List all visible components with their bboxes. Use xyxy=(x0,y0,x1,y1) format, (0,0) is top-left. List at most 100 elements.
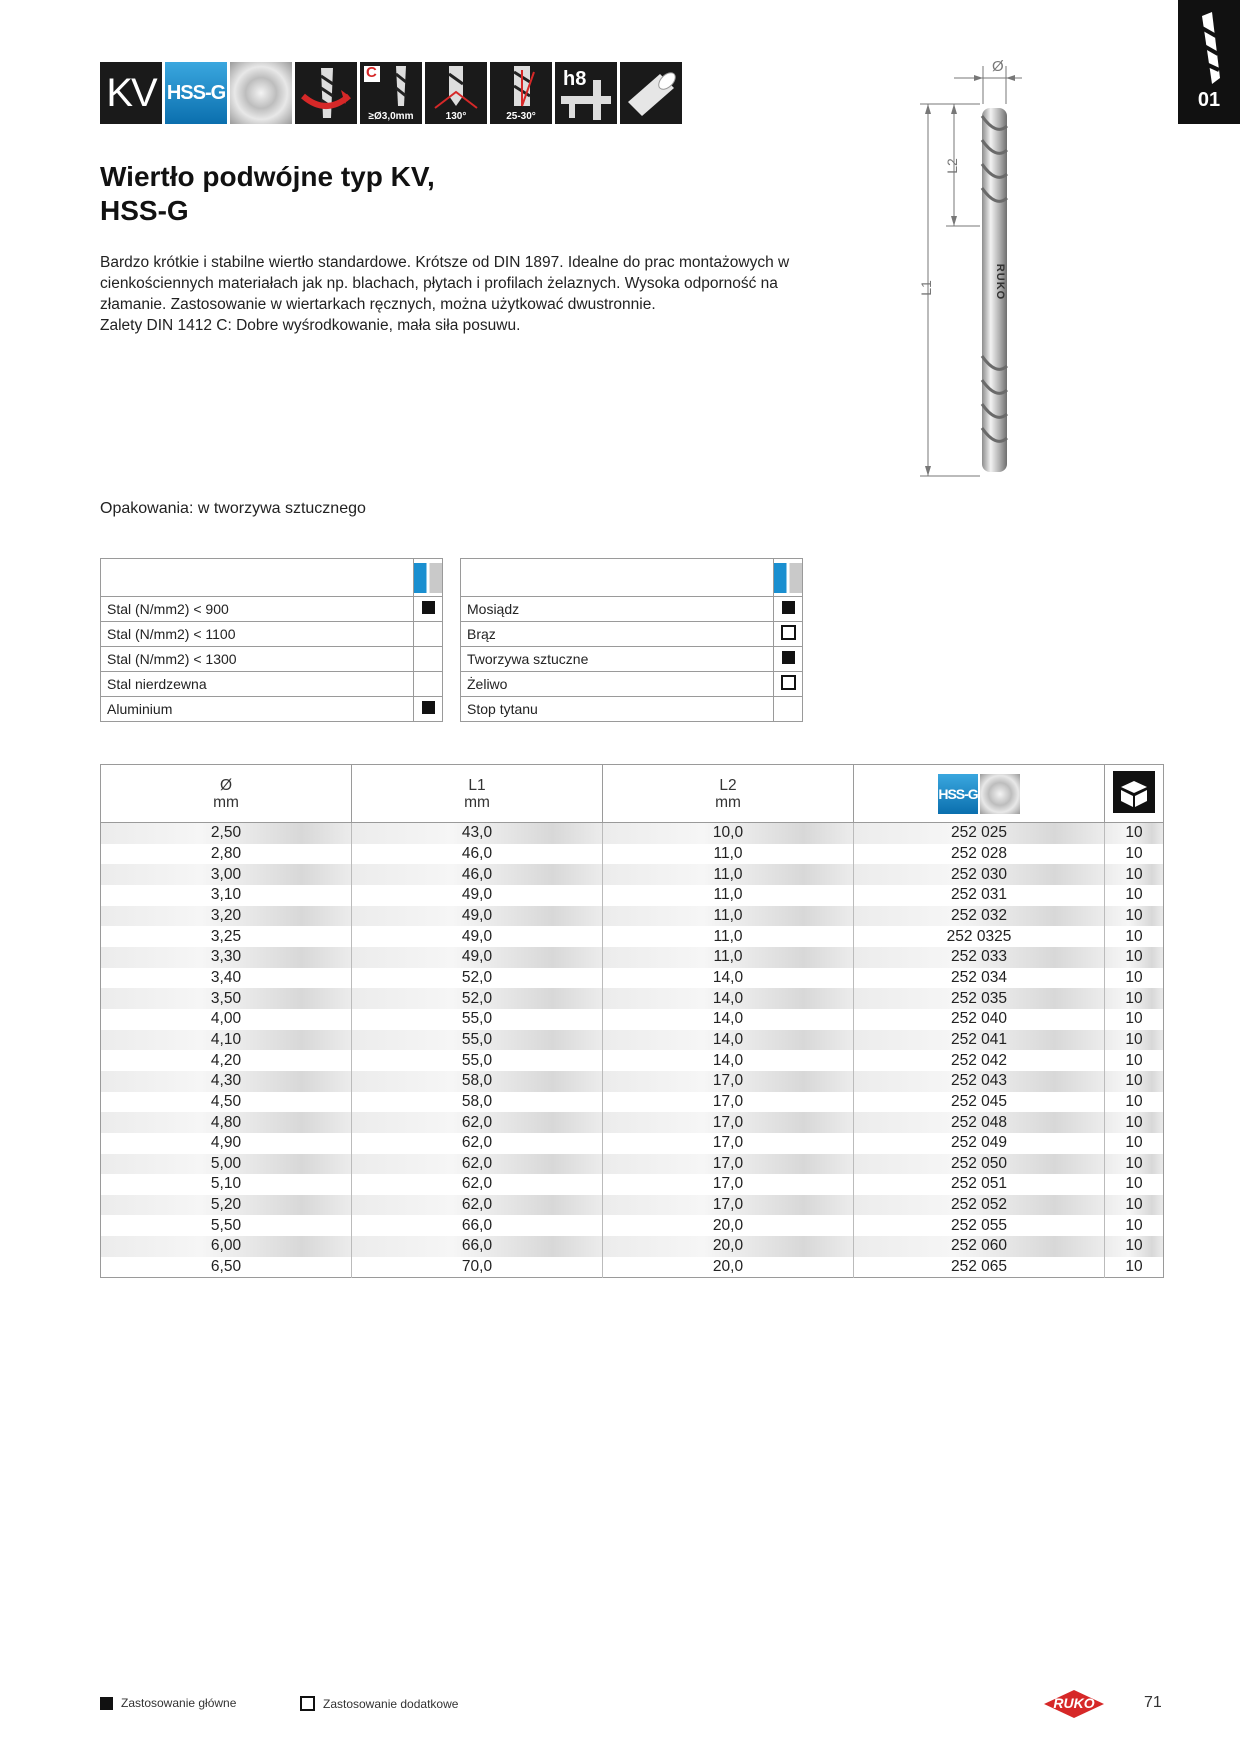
material-name: Żeliwo xyxy=(460,671,774,697)
diameter-cell: 3,25 xyxy=(100,926,352,947)
ground-finish-header-icon xyxy=(980,773,1020,814)
pack-quantity-cell: 10 xyxy=(1104,1153,1164,1175)
l2-dimension-label: L2 xyxy=(943,158,960,174)
l2-cell: 11,0 xyxy=(602,946,854,968)
cylindrical-shank-icon xyxy=(620,62,682,124)
materials-table-right: Mosiądz Brąz Tworzywa sztuczne Żeliwo St… xyxy=(460,558,803,722)
diameter-dimension-label: Ø xyxy=(992,58,1004,75)
pack-quantity-cell: 10 xyxy=(1104,1029,1164,1051)
additional-use-marker-icon xyxy=(780,625,796,640)
article-number-cell: 252 065 xyxy=(853,1256,1105,1278)
l2-cell: 20,0 xyxy=(602,1256,854,1278)
article-number-cell: 252 033 xyxy=(853,946,1105,968)
pack-quantity-cell: 10 xyxy=(1104,926,1164,947)
diameter-cell: 5,50 xyxy=(100,1215,352,1237)
l2-cell: 17,0 xyxy=(602,1194,854,1216)
pack-quantity-cell: 10 xyxy=(1104,1132,1164,1154)
l2-cell: 11,0 xyxy=(602,884,854,906)
article-number-cell: 252 051 xyxy=(853,1174,1105,1195)
material-name: Stal (N/mm2) < 900 xyxy=(100,596,414,622)
l2-cell: 11,0 xyxy=(602,864,854,885)
article-number-cell: 252 049 xyxy=(853,1132,1105,1154)
article-number-cell: 252 041 xyxy=(853,1029,1105,1051)
article-number-cell: 252 042 xyxy=(853,1050,1105,1071)
diameter-cell: 2,80 xyxy=(100,843,352,865)
article-number-cell: 252 050 xyxy=(853,1153,1105,1175)
l1-cell: 49,0 xyxy=(351,946,603,968)
main-use-marker-icon xyxy=(421,701,435,714)
material-row: Stop tytanu xyxy=(460,696,803,722)
l1-cell: 46,0 xyxy=(351,864,603,885)
l1-cell: 55,0 xyxy=(351,1029,603,1051)
main-use-marker-icon xyxy=(421,601,435,614)
pack-quantity-cell: 10 xyxy=(1104,1070,1164,1092)
material-name: Tworzywa sztuczne xyxy=(460,646,774,672)
article-number-cell: 252 045 xyxy=(853,1091,1105,1113)
l1-cell: 62,0 xyxy=(351,1132,603,1154)
legend-main-use: Zastosowanie główne xyxy=(100,1696,236,1710)
l1-dimension-label: L1 xyxy=(917,280,934,296)
l1-cell: 52,0 xyxy=(351,988,603,1009)
pack-quantity-cell: 10 xyxy=(1104,1236,1164,1257)
article-number-cell: 252 043 xyxy=(853,1070,1105,1092)
point-type-c-icon: C ≥Ø3,0mm xyxy=(360,62,422,124)
diameter-cell: 4,30 xyxy=(100,1070,352,1092)
main-use-marker-icon xyxy=(781,651,795,664)
pack-quantity-cell: 10 xyxy=(1104,1008,1164,1030)
l1-cell: 70,0 xyxy=(351,1256,603,1278)
pack-quantity-cell: 10 xyxy=(1104,967,1164,989)
material-name: Stal (N/mm2) < 1100 xyxy=(100,621,414,647)
material-name: Stal (N/mm2) < 1300 xyxy=(100,646,414,672)
point-type-letter: C xyxy=(366,64,377,81)
header-pack-quantity xyxy=(1104,764,1164,823)
l1-cell: 52,0 xyxy=(351,967,603,989)
l1-cell: 58,0 xyxy=(351,1070,603,1092)
product-description: Bardzo krótkie i stabilne wiertło standa… xyxy=(100,252,820,336)
min-diameter-caption: ≥Ø3,0mm xyxy=(368,111,414,122)
l1-cell: 62,0 xyxy=(351,1153,603,1175)
l1-cell: 43,0 xyxy=(351,822,603,844)
hss-g-material-icon: HSS-G xyxy=(165,62,227,124)
l2-cell: 14,0 xyxy=(602,1050,854,1071)
hss-g-header-icon: HSS-G xyxy=(938,773,979,814)
l2-cell: 10,0 xyxy=(602,822,854,844)
main-use-marker-icon xyxy=(781,601,795,614)
l2-cell: 17,0 xyxy=(602,1112,854,1133)
material-row: Tworzywa sztuczne xyxy=(460,646,803,672)
l2-cell: 14,0 xyxy=(602,1008,854,1030)
description-paragraph: Bardzo krótkie i stabilne wiertło standa… xyxy=(100,254,790,313)
pack-quantity-cell: 10 xyxy=(1104,822,1164,844)
l1-cell: 49,0 xyxy=(351,884,603,906)
article-number-cell: 252 052 xyxy=(853,1194,1105,1216)
pack-quantity-cell: 10 xyxy=(1104,1112,1164,1133)
l2-cell: 17,0 xyxy=(602,1070,854,1092)
pack-quantity-cell: 10 xyxy=(1104,1256,1164,1278)
diameter-cell: 6,00 xyxy=(100,1236,352,1257)
diameter-cell: 2,50 xyxy=(100,822,352,844)
material-name: Brąz xyxy=(460,621,774,647)
materials-table-left: Stal (N/mm2) < 900 Stal (N/mm2) < 1100 S… xyxy=(100,558,443,722)
additional-use-marker-icon xyxy=(300,1696,315,1711)
pack-quantity-cell: 10 xyxy=(1104,884,1164,906)
l1-cell: 66,0 xyxy=(351,1236,603,1257)
article-number-cell: 252 032 xyxy=(853,905,1105,927)
pack-quantity-cell: 10 xyxy=(1104,1215,1164,1237)
drill-brand-engraving: RUKO xyxy=(994,263,1007,301)
l2-cell: 17,0 xyxy=(602,1091,854,1113)
legend-additional-use: Zastosowanie dodatkowe xyxy=(300,1696,458,1711)
l1-cell: 62,0 xyxy=(351,1194,603,1216)
legend-additional-label: Zastosowanie dodatkowe xyxy=(323,1696,459,1711)
pack-quantity-cell: 10 xyxy=(1104,1174,1164,1195)
